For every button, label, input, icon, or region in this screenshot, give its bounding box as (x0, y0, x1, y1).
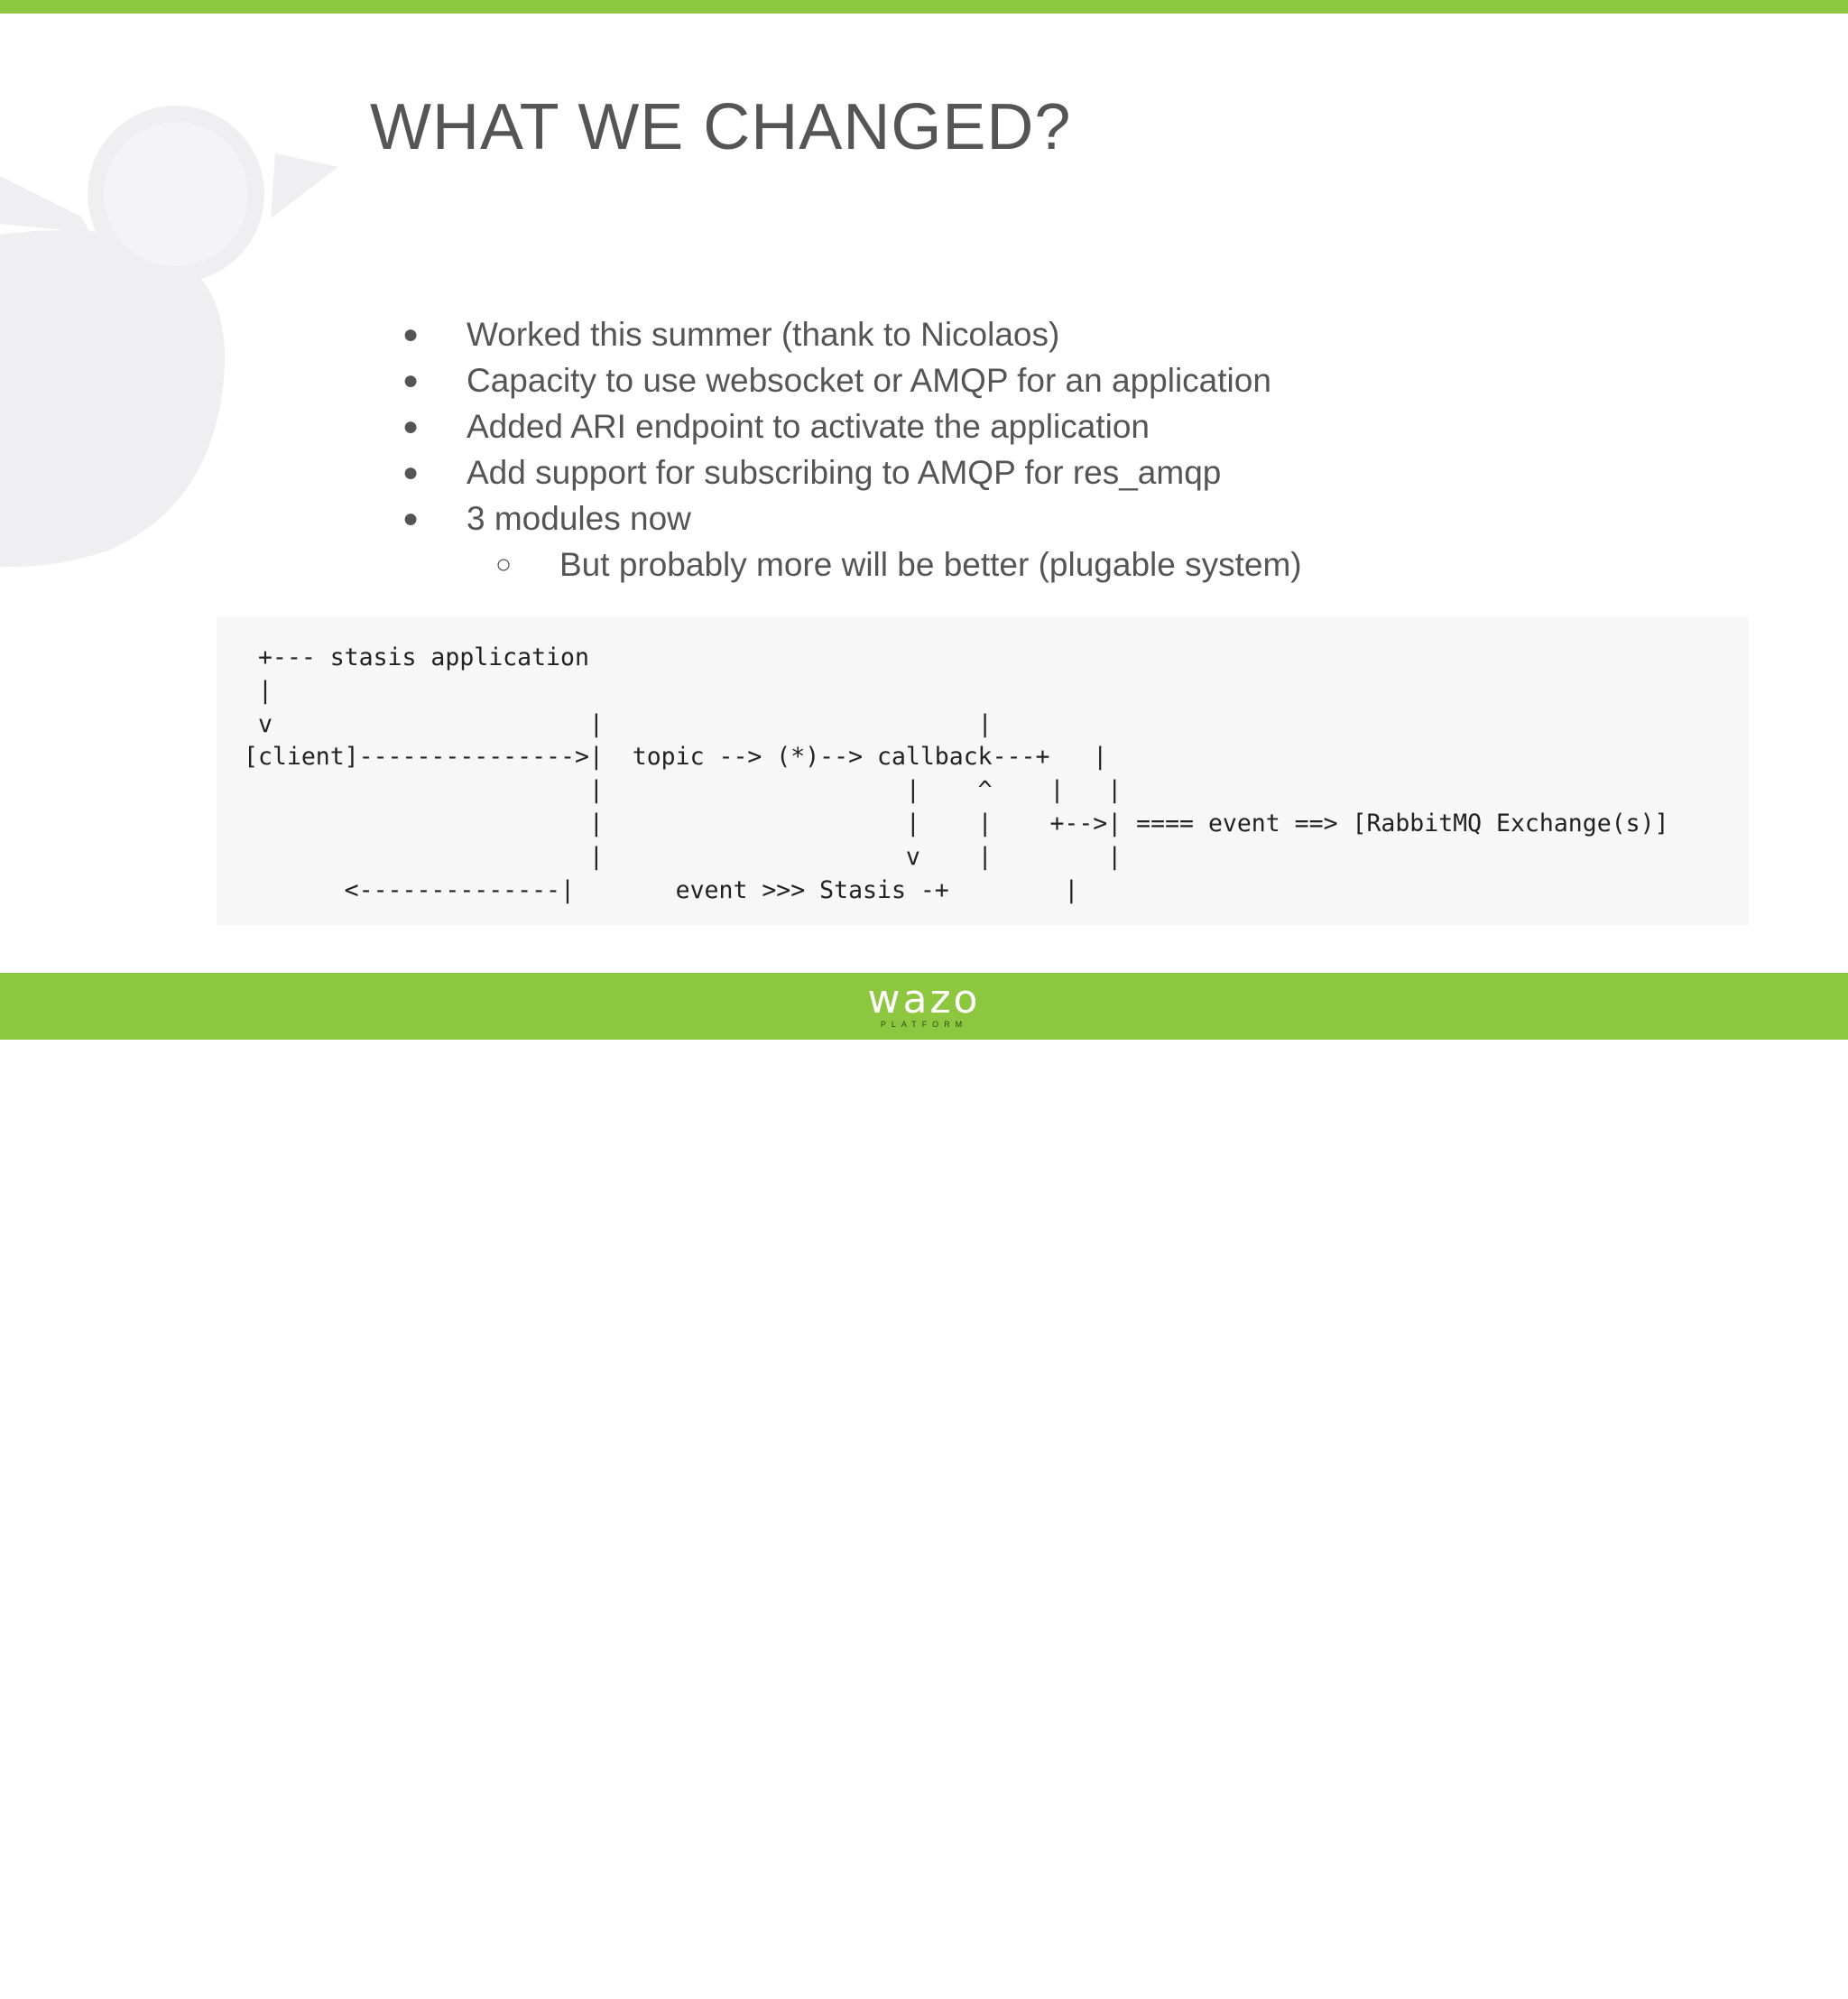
bullet-text: 3 modules now (467, 500, 691, 537)
sub-bullet-item: ○ But probably more will be better (pluga… (490, 541, 1302, 588)
top-accent-bar (0, 0, 1848, 14)
sub-bullet-marker: ○ (494, 550, 513, 579)
bullet-item: ● Add support for subscribing to AMQP for… (397, 449, 1302, 495)
slide-title: WHAT WE CHANGED? (370, 91, 1072, 163)
bullet-marker: ● (402, 504, 420, 533)
bullet-marker: ● (402, 458, 420, 487)
bullet-text: Added ARI endpoint to activate the appli… (467, 408, 1150, 445)
ascii-diagram: +--- stasis application | v | | [client]… (244, 643, 1669, 904)
wazo-logo: wazo (867, 976, 981, 1023)
bird-icon (1786, 1970, 1823, 1997)
bullet-marker: ● (402, 319, 420, 349)
bullet-text: Capacity to use websocket or AMQP for an… (467, 362, 1271, 399)
bullet-marker: ● (402, 366, 420, 395)
bullet-item: ● Capacity to use websocket or AMQP for a… (397, 357, 1302, 403)
footer-bar: wazo PLATFORM (0, 973, 1848, 1997)
bullet-marker: ● (402, 412, 420, 441)
bird-watermark-icon (0, 106, 338, 568)
bullet-item: ● 3 modules now (397, 495, 1302, 541)
bullet-text: Add support for subscribing to AMQP for … (467, 454, 1222, 491)
bullet-item: ● Worked this summer (thank to Nicolaos) (397, 311, 1302, 357)
code-block: +--- stasis application | v | | [client]… (217, 616, 1749, 925)
bullet-list: ●Worked this summer (thank to Nicolaos) … (397, 311, 1302, 588)
bullet-text: But probably more will be better (plugab… (559, 546, 1302, 583)
bullet-text: Worked this summer (thank to Nicolaos) (467, 316, 1060, 353)
bullet-item: ● Added ARI endpoint to activate the appl… (397, 403, 1302, 449)
wazo-logo-subtext: PLATFORM (880, 1020, 968, 1029)
